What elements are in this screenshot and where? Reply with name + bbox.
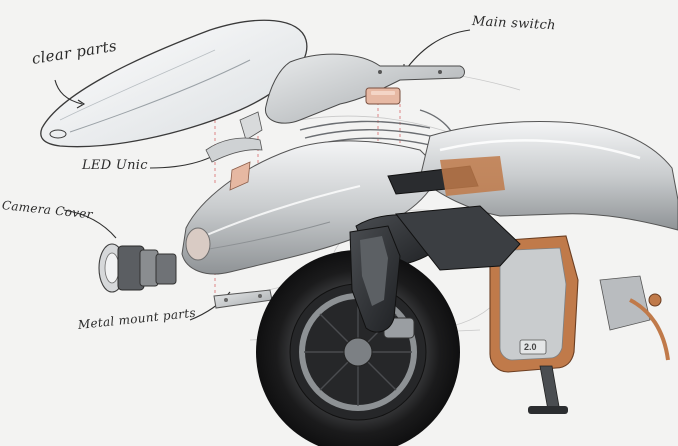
side-stand <box>528 275 670 414</box>
clear-parts-cover <box>40 19 308 148</box>
battery-pack <box>489 235 579 373</box>
label-led-unit: LED Unic <box>82 158 148 173</box>
nose-frame <box>181 140 441 275</box>
upper-frame-brace <box>205 53 465 163</box>
metal-mount-part <box>213 289 273 309</box>
front-wheel <box>256 250 460 446</box>
rear-body <box>387 121 678 231</box>
camera-cover <box>98 243 177 293</box>
main-switch <box>365 87 401 105</box>
front-fork <box>349 225 401 333</box>
version-badge: 2.0 <box>524 342 537 352</box>
